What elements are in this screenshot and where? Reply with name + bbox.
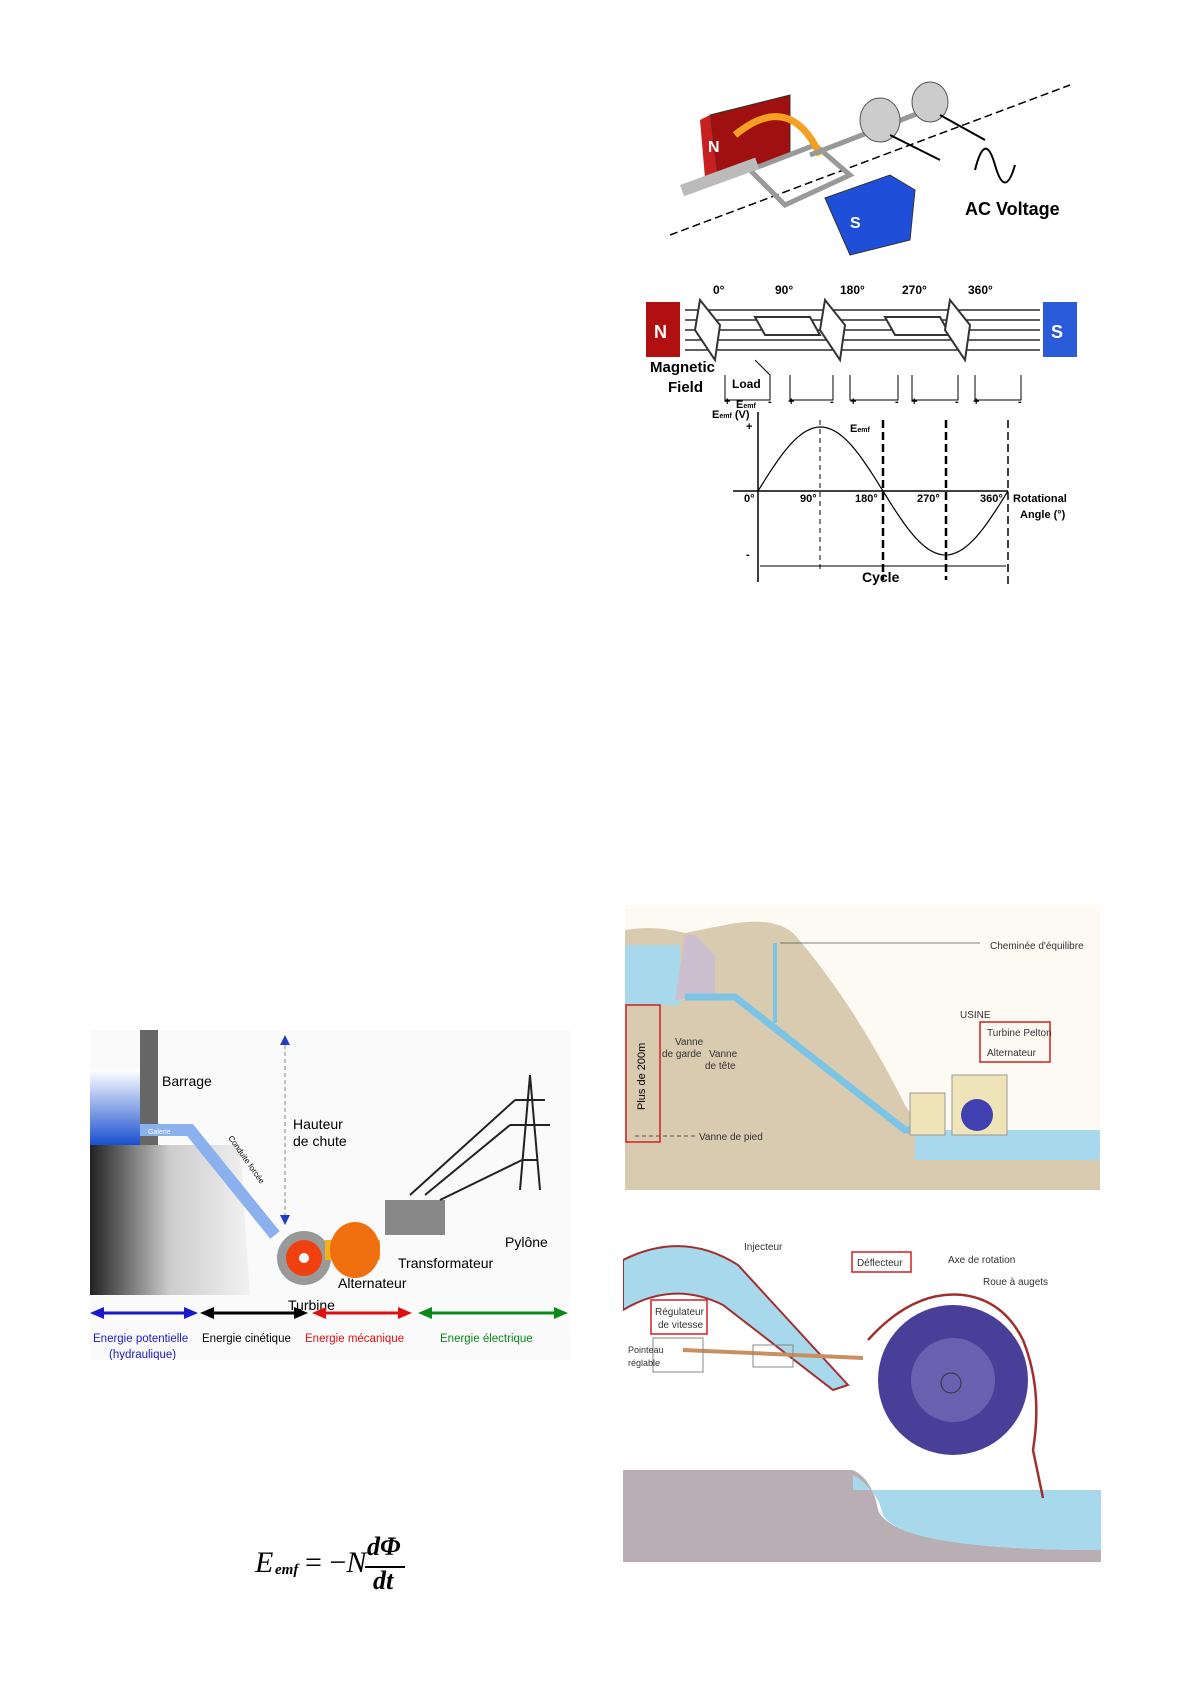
- deflecteur-label: Déflecteur: [857, 1258, 903, 1269]
- turbine-pelton-label: Turbine Pelton: [987, 1028, 1052, 1039]
- pointeau-label: réglable: [628, 1358, 660, 1368]
- plus-sign: +: [973, 396, 979, 408]
- faraday-equation: E emf = −N dΦ dt: [255, 1532, 415, 1598]
- emf-small-label: Eemf: [736, 399, 756, 411]
- curve-label: Eemf: [850, 423, 870, 435]
- equation-subscript: emf: [275, 1562, 299, 1578]
- energy-electric-label: Energie électrique: [440, 1333, 533, 1345]
- equation-denominator: dt: [373, 1566, 394, 1595]
- roue-augets-label: Roue à augets: [983, 1277, 1048, 1288]
- minus-sign: -: [1018, 396, 1022, 408]
- minus-sign: -: [955, 396, 959, 408]
- plus-sign: +: [850, 396, 856, 408]
- x-tick: 90°: [800, 493, 817, 505]
- ac-voltage-label: AC Voltage: [965, 199, 1060, 219]
- angle-label: 0°: [713, 283, 725, 297]
- pelton-detail-figure: Injecteur Déflecteur Axe de rotation Rou…: [623, 1240, 1101, 1565]
- generator-figure: N S AC Voltage: [669, 81, 1071, 256]
- energy-kinetic-label: Energie cinétique: [202, 1333, 291, 1345]
- regulateur-label: Régulateur: [655, 1307, 705, 1318]
- x-tick: 0°: [744, 493, 755, 505]
- injecteur-label: Injecteur: [744, 1242, 783, 1253]
- pointeau-label: Pointeau: [628, 1345, 664, 1355]
- transformateur: [385, 1200, 445, 1235]
- plus-sign: +: [788, 396, 794, 408]
- regulateur-label: de vitesse: [658, 1320, 703, 1331]
- galerie-label: Galerie: [148, 1129, 171, 1136]
- minus-sign: -: [895, 396, 899, 408]
- y-axis-label: Eemf (V): [712, 409, 750, 421]
- south-magnet: [824, 174, 916, 256]
- energy-potential-sublabel: (hydraulique): [109, 1349, 176, 1360]
- energy-mechanical-label: Energie mécanique: [305, 1333, 404, 1345]
- angle-label: 270°: [902, 283, 927, 297]
- fraction-bar: [365, 1566, 405, 1568]
- minus-sign: -: [830, 396, 834, 408]
- equation-rhs: = −N: [305, 1546, 366, 1580]
- cheminee-label: Cheminée d'équilibre: [990, 941, 1084, 952]
- vanne-pied-label: Vanne de pied: [699, 1132, 763, 1143]
- magnetic-field-label: Magnetic: [650, 359, 715, 376]
- vanne-tete-label: Vanne: [709, 1049, 738, 1060]
- vanne-garde-label: Vanne: [675, 1037, 704, 1048]
- x-tick: 360°: [980, 493, 1003, 505]
- south-label-schematic: S: [1051, 322, 1063, 342]
- angle-label: 180°: [840, 283, 865, 297]
- sine-wave-icon: [974, 147, 1016, 184]
- dam: [90, 1145, 250, 1295]
- penstock: [140, 1124, 280, 1239]
- alternateur-label: Alternateur: [338, 1275, 407, 1291]
- alternateur: [330, 1222, 380, 1278]
- north-magnet-schematic: [646, 302, 680, 357]
- pelton-wheel: [961, 1099, 993, 1131]
- dam-energy-figure: Galerie Conduite forcée Barrage Hauteur …: [90, 1030, 570, 1360]
- hauteur-label: Hauteur: [293, 1116, 343, 1132]
- magnetic-field-label: Field: [668, 379, 703, 396]
- hauteur-label: de chute: [293, 1133, 347, 1149]
- cycle-label: Cycle: [862, 569, 900, 585]
- energy-potential-label: Energie potentielle: [93, 1333, 188, 1345]
- emf-graph: Eemf (V) + - Eemf 0° 90° 180° 270° 360° …: [712, 409, 1067, 585]
- equation-e: E: [255, 1546, 274, 1579]
- x-tick: 270°: [917, 493, 940, 505]
- vanne-tete-label: de tête: [705, 1061, 736, 1072]
- pylone: [409, 1074, 550, 1201]
- north-label-schematic: N: [654, 322, 667, 342]
- alternateur-label: Alternateur: [987, 1048, 1037, 1059]
- usine-label: USINE: [960, 1010, 991, 1021]
- plus-sign: +: [724, 396, 730, 408]
- plus-200m-label: Plus de 200m: [636, 1043, 648, 1110]
- axe-rotation-label: Axe de rotation: [948, 1255, 1015, 1266]
- x-axis-label: Angle (°): [1020, 509, 1066, 521]
- equation-n: N: [346, 1546, 367, 1579]
- plus-sign: +: [911, 396, 917, 408]
- y-plus: +: [746, 421, 752, 433]
- south-label: S: [850, 215, 861, 232]
- angle-label: 360°: [968, 283, 993, 297]
- angle-label: 90°: [775, 283, 793, 297]
- equation-numerator: dΦ: [367, 1532, 401, 1561]
- emf-rotation-diagram: N S 0° 90° 180° 270° 360° Magnetic Field…: [646, 283, 1077, 585]
- x-tick: 180°: [855, 493, 878, 505]
- south-magnet-schematic: [1043, 302, 1077, 357]
- x-axis-label: Rotational: [1013, 493, 1067, 505]
- hydro-plant-figure: Plus de 200m Cheminée d'équilibre USINE …: [625, 905, 1100, 1190]
- vanne-garde-label: de garde: [662, 1049, 702, 1060]
- y-minus: -: [746, 549, 750, 561]
- minus-sign: -: [768, 396, 772, 408]
- north-label: N: [708, 139, 720, 156]
- equation-minus: = −: [305, 1546, 347, 1579]
- pelton-wheel-detail: [878, 1305, 1028, 1455]
- barrage-label: Barrage: [162, 1073, 212, 1089]
- pylone-label: Pylône: [505, 1234, 548, 1250]
- load-label: Load: [732, 377, 761, 391]
- emf-sine-curve: [757, 426, 1009, 556]
- transformateur-label: Transformateur: [398, 1255, 494, 1271]
- rotation-arrow-icon: [732, 113, 824, 157]
